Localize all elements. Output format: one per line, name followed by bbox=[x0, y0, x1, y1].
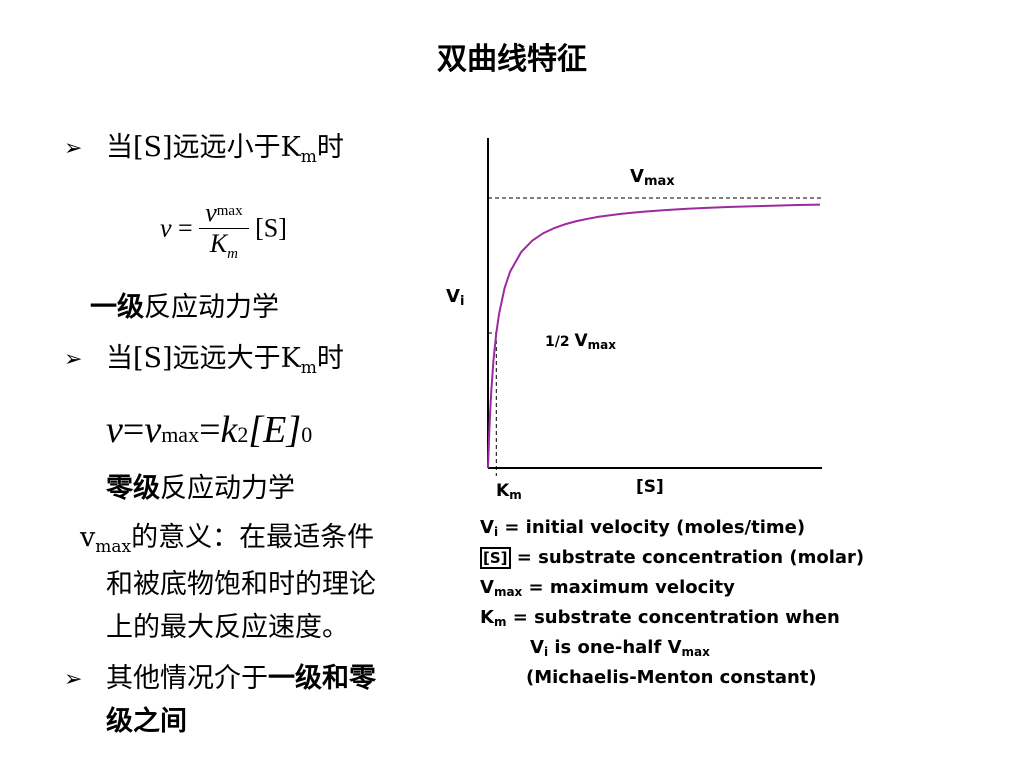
vmax-meaning-line-2: 和被底物饱和时的理论 bbox=[106, 569, 376, 600]
formula-2-v: v bbox=[106, 409, 123, 451]
formula-1-den-k: K bbox=[209, 229, 228, 258]
zero-order-rest: 反应动力学 bbox=[160, 473, 295, 504]
chart-legend: Vi = initial velocity (moles/time) [S] =… bbox=[480, 513, 864, 693]
formula-2-e: [E] bbox=[248, 409, 302, 451]
formula-1-eq: = bbox=[178, 213, 193, 243]
half-vmax-label: 1/2 Vmax bbox=[545, 331, 616, 352]
legend-vmax: Vmax = maximum velocity bbox=[480, 577, 735, 599]
michaelis-menten-chart: Vmax Vi 1/2 Vmax Km [S] bbox=[446, 138, 822, 502]
formula-1-v: v bbox=[160, 213, 172, 243]
first-order-text: 一级反应动力学 bbox=[90, 294, 279, 321]
bullet-1-text: 当[S]远远小于Km时 bbox=[106, 134, 344, 166]
formula-first-order: v = vmax Km [S] bbox=[160, 198, 287, 263]
bullet-arrow-icon: ➢ bbox=[64, 347, 83, 372]
formula-1-den-sub: m bbox=[227, 246, 238, 262]
formula-2-e-sub: 0 bbox=[301, 422, 313, 447]
formula-1-num-v: v bbox=[205, 198, 217, 227]
formula-1-s: [S] bbox=[255, 213, 287, 243]
bullet-1-pre: 当[S]远远小于K bbox=[106, 132, 301, 163]
formula-2-vmax-sub: max bbox=[161, 422, 200, 447]
formula-2-eq2: = bbox=[199, 409, 221, 451]
bullet-1-sub: m bbox=[300, 147, 317, 167]
legend-km-cont: Vi is one-half Vmax bbox=[530, 637, 710, 659]
bullet-2-text: 当[S]远远大于Km时 bbox=[106, 345, 344, 377]
y-axis-label: Vi bbox=[446, 286, 464, 309]
bullet-3-c: 级之间 bbox=[106, 706, 187, 737]
formula-2-k: k bbox=[220, 409, 238, 451]
km-label: Km bbox=[496, 481, 522, 502]
bullet-arrow-icon: ➢ bbox=[64, 667, 83, 692]
vmax-meaning-sub: max bbox=[95, 537, 132, 557]
vmax-meaning-v: v bbox=[80, 522, 96, 553]
legend-km: Km = substrate concentration when bbox=[480, 607, 840, 629]
first-order-bold: 一级 bbox=[90, 292, 144, 323]
formula-1-fraction: vmax Km bbox=[199, 198, 249, 263]
vmax-label: Vmax bbox=[630, 166, 675, 189]
series-line bbox=[487, 203, 821, 469]
bullet-3-line-2: 级之间 bbox=[106, 708, 187, 735]
bullet-3-a: 其他情况介于 bbox=[106, 663, 268, 694]
zero-order-bold: 零级 bbox=[106, 473, 160, 504]
zero-order-text: 零级反应动力学 bbox=[106, 475, 295, 502]
bullet-3-b: 一级和零 bbox=[268, 663, 376, 694]
bullet-2-sub: m bbox=[300, 358, 317, 378]
bullet-1-post: 时 bbox=[316, 132, 344, 163]
legend-vi: Vi = initial velocity (moles/time) bbox=[480, 517, 806, 539]
vmax-meaning-line1: 的意义：在最适条件 bbox=[131, 522, 375, 553]
page-title: 双曲线特征 bbox=[437, 42, 587, 77]
formula-1-num-sub: max bbox=[216, 203, 243, 219]
bullet-2-post: 时 bbox=[316, 343, 344, 374]
vmax-meaning-line-3: 上的最大反应速度。 bbox=[106, 612, 349, 643]
formula-zero-order: v=vmax=k2[E]0 bbox=[106, 408, 312, 452]
legend-s: [S] = substrate concentration (molar) bbox=[480, 543, 864, 573]
bullet-arrow-icon: ➢ bbox=[64, 136, 83, 161]
legend-km-note: (Michaelis-Menton constant) bbox=[526, 667, 817, 688]
formula-2-vmax-v: v bbox=[144, 409, 162, 451]
bullet-2-pre: 当[S]远远大于K bbox=[106, 343, 301, 374]
first-order-rest: 反应动力学 bbox=[144, 292, 279, 323]
vmax-meaning-line-1: vmax的意义：在最适条件 bbox=[80, 524, 374, 556]
x-axis-label: [S] bbox=[636, 477, 664, 497]
formula-2-k-sub: 2 bbox=[237, 422, 249, 447]
bullet-3-line-1: 其他情况介于一级和零 bbox=[106, 665, 376, 692]
formula-2-eq1: = bbox=[122, 409, 145, 451]
